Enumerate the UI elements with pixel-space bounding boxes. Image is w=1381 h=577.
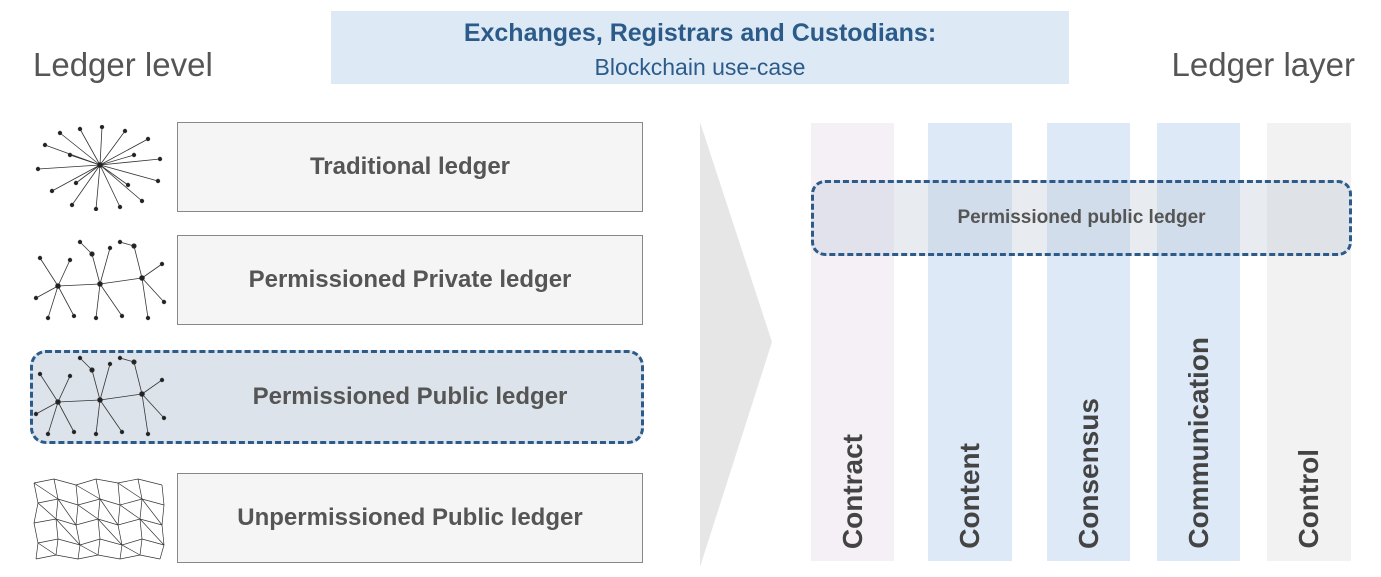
left-header: Ledger level <box>33 46 213 83</box>
ledger-level-box: Permissioned Private ledger <box>177 235 643 325</box>
layer-label: Content <box>954 443 985 549</box>
ledger-level-label: Unpermissioned Public ledger <box>237 504 583 531</box>
layer-column-contract: Contract <box>811 123 894 561</box>
ledger-level-label: Permissioned Public ledger <box>252 383 568 410</box>
layer-label: Communication <box>1182 337 1214 549</box>
banner-subtitle: Blockchain use-case <box>594 54 806 80</box>
layer-label: Contract <box>836 433 868 549</box>
selection-label: Permissioned public ledger <box>957 207 1206 228</box>
layer-label: Consensus <box>1072 398 1104 549</box>
ledger-level-box: Unpermissioned Public ledger <box>177 473 643 563</box>
ledger-level-label: Permissioned Private ledger <box>248 266 572 293</box>
highlight-frame <box>30 350 644 444</box>
layer-column-consensus: Consensus <box>1047 123 1130 561</box>
title-banner: Exchanges, Registrars and Custodians: Bl… <box>331 11 1069 84</box>
layer-label: Control <box>1293 449 1324 549</box>
permissioned-public-ledger-frame: Permissioned public ledger <box>811 180 1352 256</box>
distributed-network-icon <box>33 478 165 560</box>
decentralized-network-icon <box>33 239 167 321</box>
banner-title: Exchanges, Registrars and Custodians: <box>463 19 937 47</box>
layer-column-control: Control <box>1267 123 1351 561</box>
decentralized-network-icon <box>33 355 167 437</box>
layer-column-content: Content <box>928 123 1012 561</box>
centralized-network-icon <box>35 125 163 211</box>
ledger-level-box: Traditional ledger <box>177 122 643 212</box>
ledger-level-box-highlighted: Permissioned Public ledger <box>177 352 643 442</box>
right-header: Ledger layer <box>1171 46 1355 83</box>
layer-column-communication: Communication <box>1157 123 1240 561</box>
ledger-level-label: Traditional ledger <box>309 153 511 180</box>
chevron-arrow-icon <box>700 122 772 567</box>
